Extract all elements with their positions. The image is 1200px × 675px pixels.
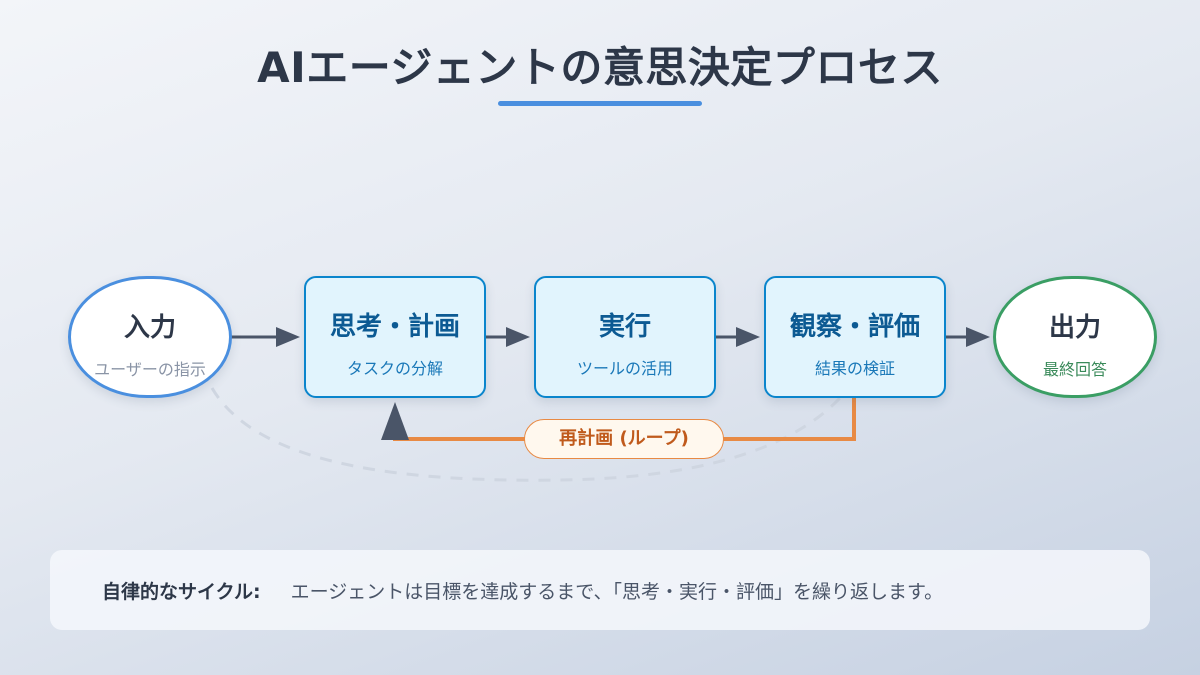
- evaluate-node-subtitle: 結果の検証: [814, 359, 895, 378]
- input-node-title: 入力: [123, 313, 176, 343]
- input-node: 入力 ユーザーの指示: [68, 276, 232, 398]
- footer-note: 自律的なサイクル: エージェントは目標を達成するまで、「思考・実行・評価」を繰り…: [50, 550, 1150, 630]
- execute-node-subtitle: ツールの活用: [576, 359, 673, 378]
- arrow-evaluate-to-output: [946, 327, 990, 347]
- arrow-input-to-plan: [231, 327, 300, 347]
- plan-node: 思考・計画 タスクの分解: [304, 276, 486, 398]
- output-node-title: 出力: [1048, 313, 1101, 343]
- arrow-execute-to-evaluate: [716, 327, 760, 347]
- loop-label: 再計画 (ループ): [524, 419, 724, 459]
- arrow-plan-to-execute: [486, 327, 530, 347]
- execute-node-title: 実行: [598, 312, 651, 342]
- page-title: AIエージェントの意思決定プロセス: [257, 43, 943, 92]
- title-underline: [498, 101, 702, 106]
- execute-node: 実行 ツールの活用: [534, 276, 716, 398]
- evaluate-node-title: 観察・評価: [789, 312, 920, 342]
- loop-arrowhead: [381, 402, 409, 440]
- output-node: 出力 最終回答: [993, 276, 1157, 398]
- output-node-subtitle: 最終回答: [1042, 360, 1107, 379]
- plan-node-subtitle: タスクの分解: [346, 359, 443, 378]
- plan-node-title: 思考・計画: [329, 312, 460, 342]
- footer-label: 自律的なサイクル:: [102, 580, 261, 603]
- input-node-subtitle: ユーザーの指示: [94, 360, 206, 379]
- evaluate-node: 観察・評価 結果の検証: [764, 276, 946, 398]
- footer-text: エージェントは目標を達成するまで、「思考・実行・評価」を繰り返します。: [290, 580, 944, 603]
